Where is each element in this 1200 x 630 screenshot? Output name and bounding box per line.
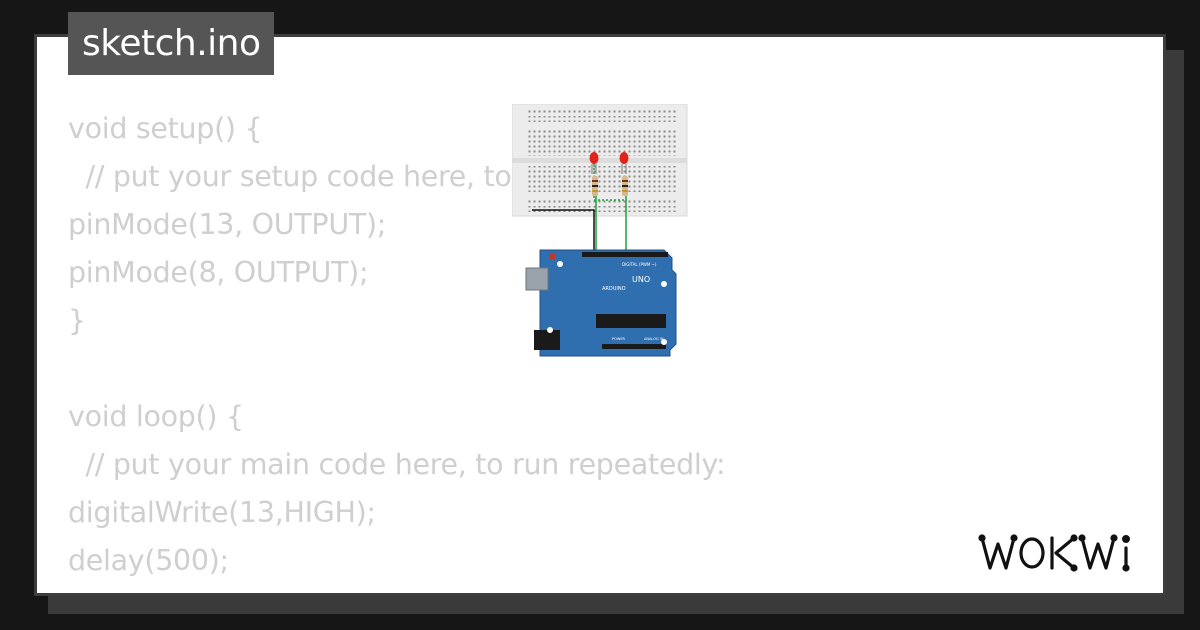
code-line: void loop() {: [68, 400, 244, 433]
code-line: // put your main code here, to run repea…: [68, 448, 726, 481]
digital-label: DIGITAL (PWM ~): [622, 262, 657, 267]
digital-header: [582, 252, 668, 257]
analog-header: [602, 344, 666, 349]
resistor-1: [592, 176, 598, 196]
code-line: digitalWrite(13, LOW);: [68, 585, 725, 593]
power-jack: [534, 330, 560, 350]
code-line: delay(500);: [68, 544, 229, 577]
code-line: void setup() {: [68, 112, 263, 145]
code-line: pinMode(8, OUTPUT);: [68, 256, 369, 289]
wokwi-logo: [976, 530, 1152, 576]
led-red-2: [619, 152, 629, 174]
circuit-diagram: DIGITAL (PWM ~) UNO ARDUINO POWER ANALOG…: [512, 104, 688, 357]
code-line: digitalWrite(13,HIGH);: [68, 496, 376, 529]
resistor-2: [622, 176, 628, 196]
microcontroller-chip: [596, 314, 666, 328]
uno-label: UNO: [632, 275, 650, 284]
arduino-label: ARDUINO: [602, 286, 626, 292]
led-red-1: [589, 152, 599, 174]
power-label: POWER: [612, 337, 626, 341]
usb-port: [525, 267, 549, 291]
code-line: }: [68, 304, 86, 337]
arduino-uno-board: DIGITAL (PWM ~) UNO ARDUINO POWER ANALOG…: [525, 249, 677, 357]
breadboard: [512, 104, 688, 217]
wokwi-logo-icon: [978, 534, 1131, 572]
code-line: pinMode(13, OUTPUT);: [68, 208, 387, 241]
analog-label: ANALOG IN: [644, 337, 664, 341]
reset-button: [550, 254, 556, 259]
file-name-tab[interactable]: sketch.ino: [68, 12, 275, 75]
